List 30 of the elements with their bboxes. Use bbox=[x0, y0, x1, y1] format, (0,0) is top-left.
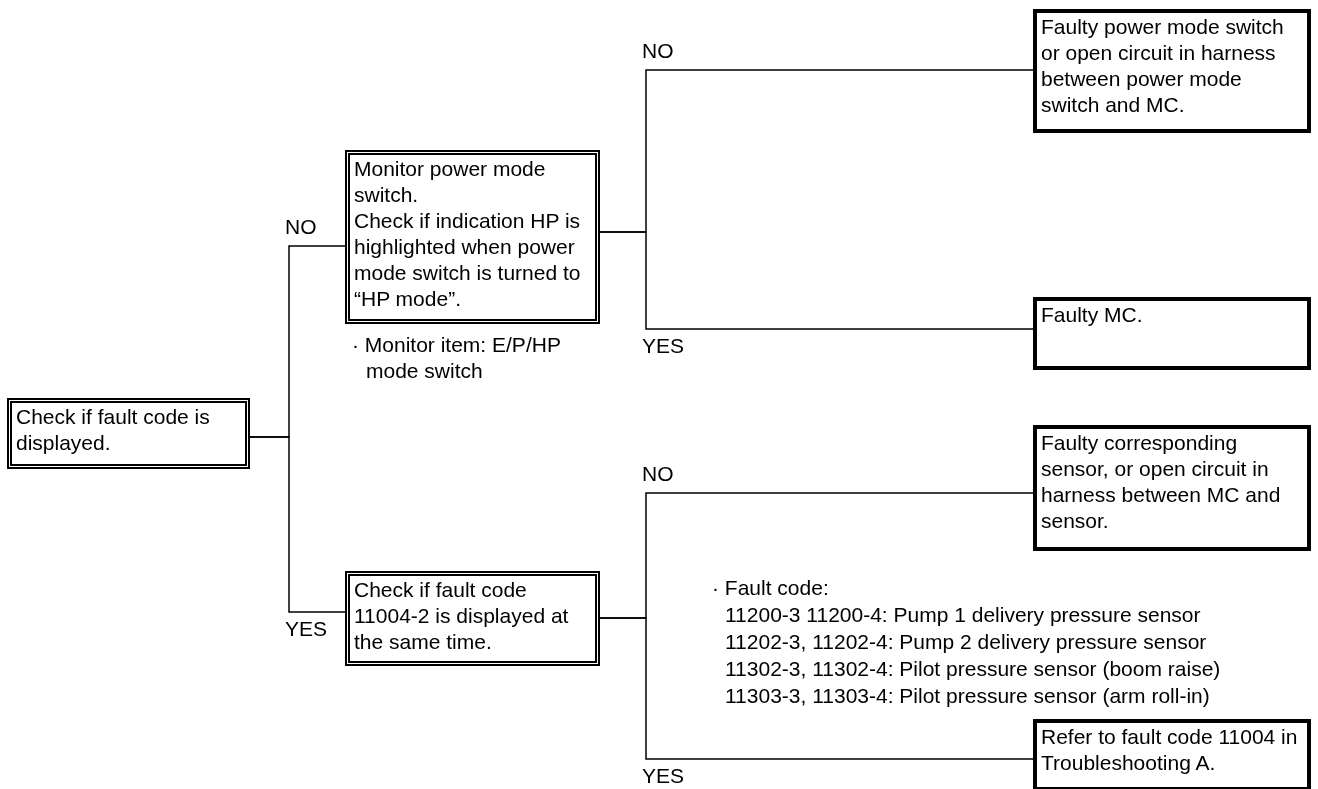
node-text: Check if fault code 11004-2 is displayed at the same time. bbox=[354, 577, 570, 655]
note-text: · Monitor item: E/P/HP mode switch bbox=[352, 332, 562, 384]
connector-line bbox=[599, 617, 1034, 760]
connector-line bbox=[599, 231, 1034, 330]
node-text: Monitor power mode switch. bbox=[354, 156, 547, 208]
connector-line bbox=[249, 436, 346, 613]
result-box bbox=[1033, 297, 1311, 370]
edge-label: NO bbox=[642, 461, 674, 487]
edge-label: NO bbox=[642, 38, 674, 64]
edge-label: NO bbox=[285, 214, 317, 240]
node-text: Faulty corresponding sensor, or open circuit in harness between MC and sensor. bbox=[1041, 430, 1282, 534]
note-text: · Fault code: bbox=[712, 575, 829, 601]
result-box bbox=[1033, 719, 1311, 789]
node-text: Check if indication HP is highlighted when power mode switch is turned to “HP mode”. bbox=[354, 208, 582, 312]
note-text: 11202-3, 11202-4: Pump 2 delivery pressure sensor bbox=[725, 629, 1207, 655]
result-box bbox=[1033, 425, 1311, 551]
node-text: Refer to fault code 11004 in Troubleshooting A. bbox=[1041, 724, 1299, 776]
node-text: Check if fault code is displayed. bbox=[16, 404, 211, 456]
note-text: 11200-3 11200-4: Pump 1 delivery pressure sensor bbox=[725, 602, 1201, 628]
check-box bbox=[7, 398, 250, 469]
check-box bbox=[345, 150, 600, 324]
check-box bbox=[345, 571, 600, 666]
node-text: Faulty power mode switch or open circuit in harness between power mode switch and MC. bbox=[1041, 14, 1285, 118]
note-text: 11302-3, 11302-4: Pilot pressure sensor (boom raise) bbox=[725, 656, 1221, 682]
result-box bbox=[1033, 9, 1311, 133]
edge-label: YES bbox=[285, 616, 328, 642]
note-text: 11303-3, 11303-4: Pilot pressure sensor (arm roll-in) bbox=[725, 683, 1210, 709]
node-text: Faulty MC. bbox=[1041, 302, 1144, 328]
edge-label: YES bbox=[642, 333, 685, 359]
edge-label: YES bbox=[642, 763, 685, 789]
